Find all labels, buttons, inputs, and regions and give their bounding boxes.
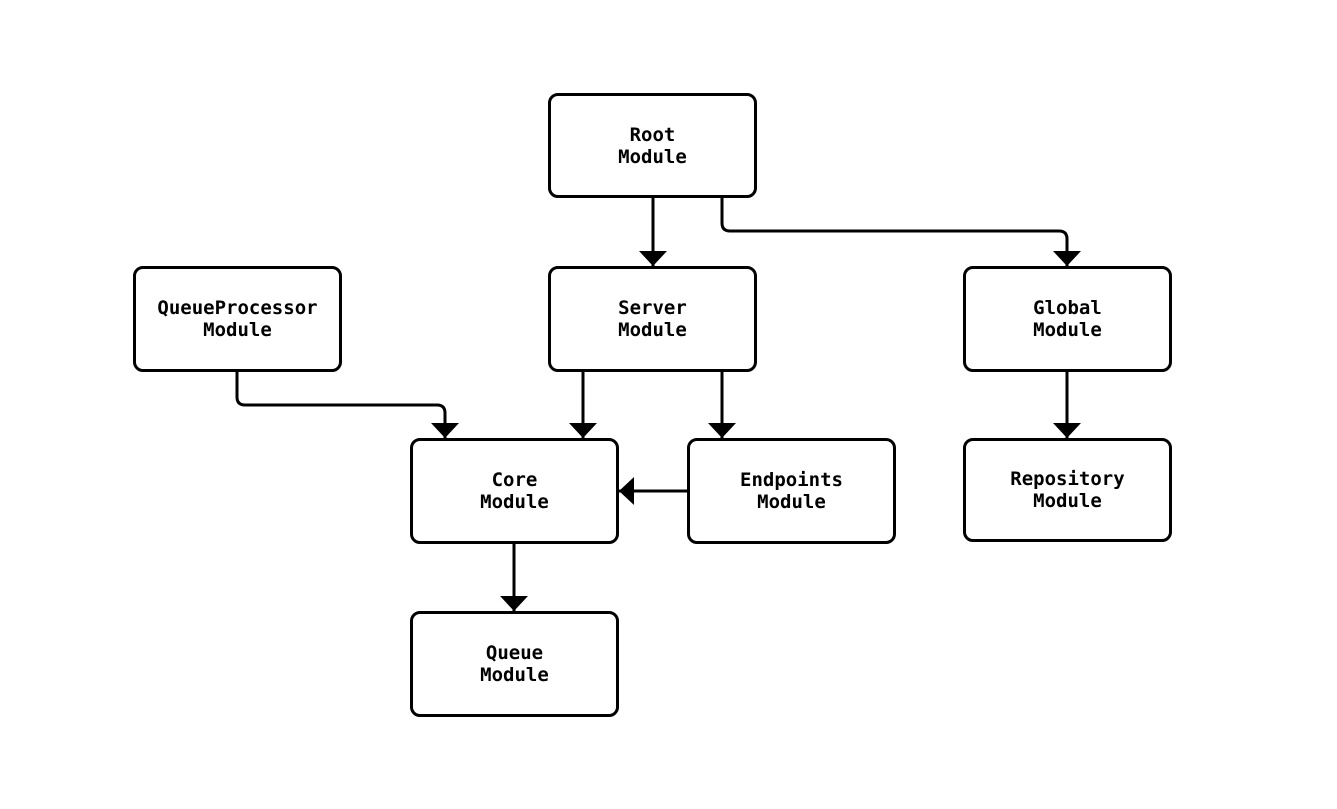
node-repository-module: Repository Module [963,438,1172,542]
node-queue-module-label: Queue Module [480,642,549,686]
node-core-module: Core Module [410,438,619,544]
node-queue-module: Queue Module [410,611,619,717]
edge-root-to-global [720,198,1081,266]
edge-queueprocessor-to-core [235,372,459,438]
node-server-module-label: Server Module [618,297,687,341]
node-repository-module-label: Repository Module [1010,468,1125,512]
node-global-module: Global Module [963,266,1172,372]
node-root-module: Root Module [548,93,757,198]
node-queueprocessor-module: QueueProcessor Module [133,266,342,372]
node-endpoints-module-label: Endpoints Module [740,469,843,513]
node-endpoints-module: Endpoints Module [687,438,896,544]
node-root-module-label: Root Module [618,123,687,168]
node-queueprocessor-module-label: QueueProcessor Module [157,297,318,341]
node-core-module-label: Core Module [480,469,549,513]
node-server-module: Server Module [548,266,757,372]
node-global-module-label: Global Module [1033,297,1102,341]
